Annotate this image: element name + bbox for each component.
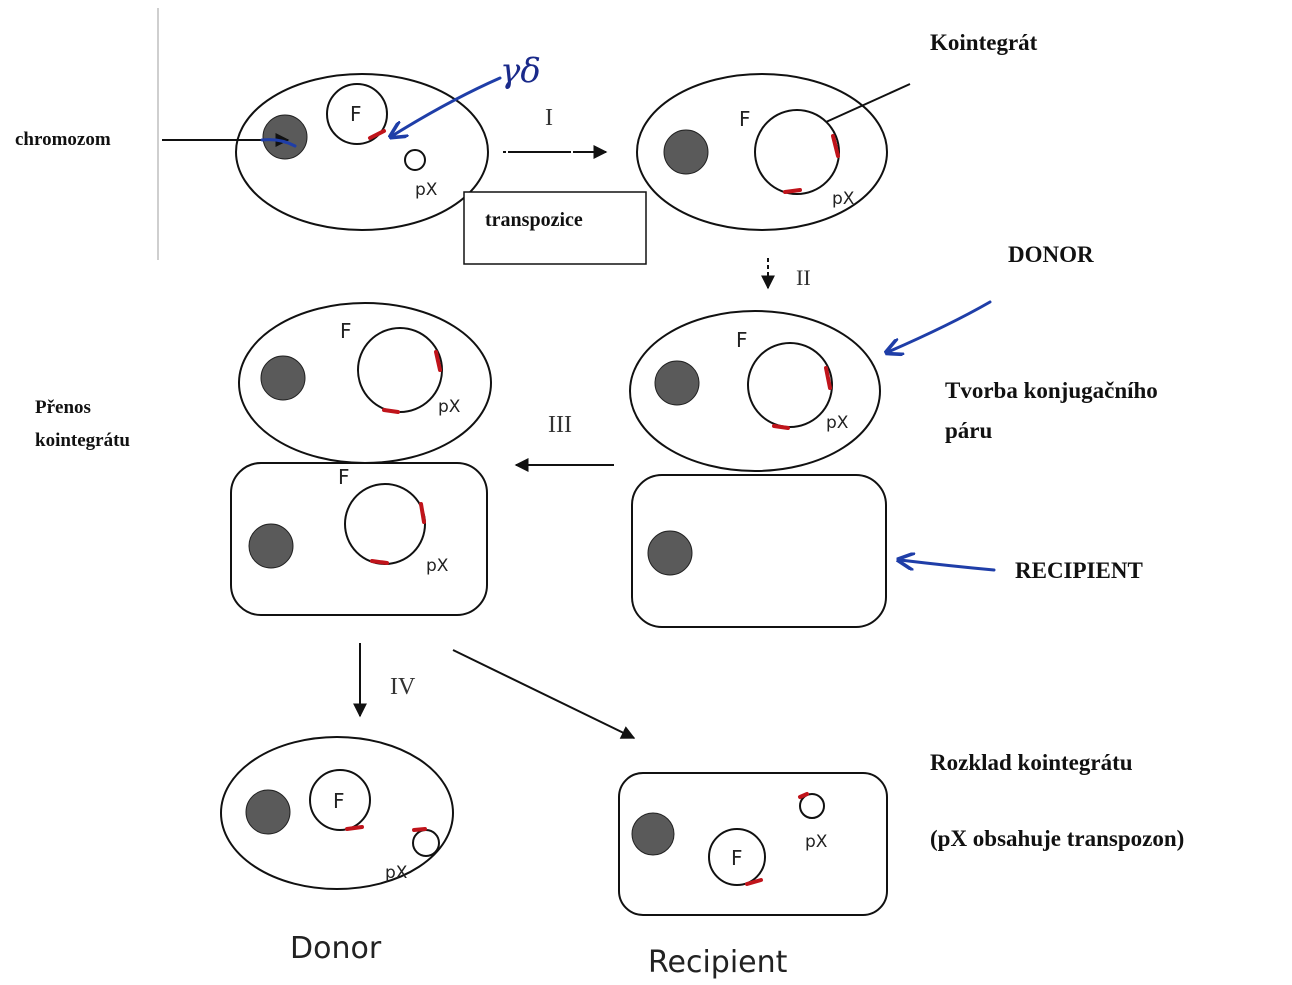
plasmid-f-label: F: [736, 328, 748, 352]
prenos-label-line2: kointegrátu: [35, 430, 130, 451]
kointegrat-label: Kointegrát: [930, 30, 1038, 55]
donor-caption: Donor: [290, 931, 382, 966]
chromosome: [263, 115, 307, 159]
cointegrate-plasmid: [358, 328, 442, 412]
prenos-label-line1: Přenos: [35, 397, 91, 418]
plasmid-px-label: pX: [805, 832, 828, 852]
donor-blue-arrow: [888, 302, 990, 352]
transposon-mark: [785, 190, 800, 192]
step-one-label: I: [545, 105, 553, 131]
transpozice-label: transpozice: [485, 209, 583, 231]
tvorba-label-line2: páru: [945, 418, 993, 443]
plasmid-px-label: pX: [826, 413, 849, 433]
transposon-mark: [372, 561, 387, 563]
cointegrate-plasmid: [748, 343, 832, 427]
recipient-caps-label: RECIPIENT: [1015, 558, 1143, 583]
step-three-label: III: [548, 412, 572, 438]
plasmid-f-label: F: [739, 107, 751, 131]
plasmid-px-label: pX: [385, 863, 408, 883]
chromosome: [664, 130, 708, 174]
tvorba-label-line1: Tvorba konjugačního: [945, 378, 1158, 403]
transposon-mark: [384, 410, 398, 412]
plasmid-px: [413, 830, 439, 856]
plasmid-px-label: pX: [832, 189, 855, 209]
transposon-mark: [421, 504, 424, 522]
plasmid-f-label: F: [350, 102, 362, 126]
cell-donor-initial: F pX: [236, 74, 488, 230]
transposon-mark: [800, 794, 807, 797]
cell-cointegrate: F pX: [637, 74, 887, 230]
donor-caps-label: DONOR: [1008, 242, 1094, 267]
px-note-label: (pX obsahuje transpozon): [930, 826, 1184, 851]
plasmid-f-label: F: [333, 789, 345, 813]
cell-recipient-final: F pX: [619, 773, 887, 915]
plasmid-px-label: pX: [415, 180, 438, 200]
plasmid-px: [405, 150, 425, 170]
plasmid-f-label: F: [338, 465, 350, 489]
cell-donor-final: F pX: [221, 737, 453, 889]
chromozom-label: chromozom: [15, 129, 111, 150]
transposon-mark: [774, 426, 788, 428]
plasmid-px-label: pX: [438, 397, 461, 417]
chromosome: [249, 524, 293, 568]
chromosome: [246, 790, 290, 834]
plasmid-f-label: F: [731, 846, 743, 870]
chromosome: [648, 531, 692, 575]
recipient-blue-arrow: [900, 560, 994, 570]
cell-donor-mating: F pX: [630, 311, 880, 471]
plasmid-f-label: F: [340, 319, 352, 343]
recipient-caption: Recipient: [648, 945, 788, 980]
chromosome: [261, 356, 305, 400]
chromosome: [655, 361, 699, 405]
step-two-label: II: [796, 265, 811, 290]
plasmid-px-label: pX: [426, 556, 449, 576]
rozklad-label: Rozklad kointegrátu: [930, 750, 1133, 775]
step-four-arrow-diagonal: [453, 650, 634, 738]
transposon-mark: [347, 827, 362, 829]
transposon-mark: [747, 880, 761, 884]
gamma-delta-arrow: [392, 78, 500, 136]
cell-recipient-mating: [632, 475, 886, 627]
chromosome: [632, 813, 674, 855]
gamma-delta-label: γδ: [500, 51, 541, 91]
transposon-mark: [414, 829, 425, 830]
cointegrate-plasmid: [345, 484, 425, 564]
cell-donor-transfer: F pX: [239, 303, 491, 463]
cell-recipient-transfer: F pX: [231, 463, 487, 615]
step-four-label: IV: [390, 674, 416, 700]
